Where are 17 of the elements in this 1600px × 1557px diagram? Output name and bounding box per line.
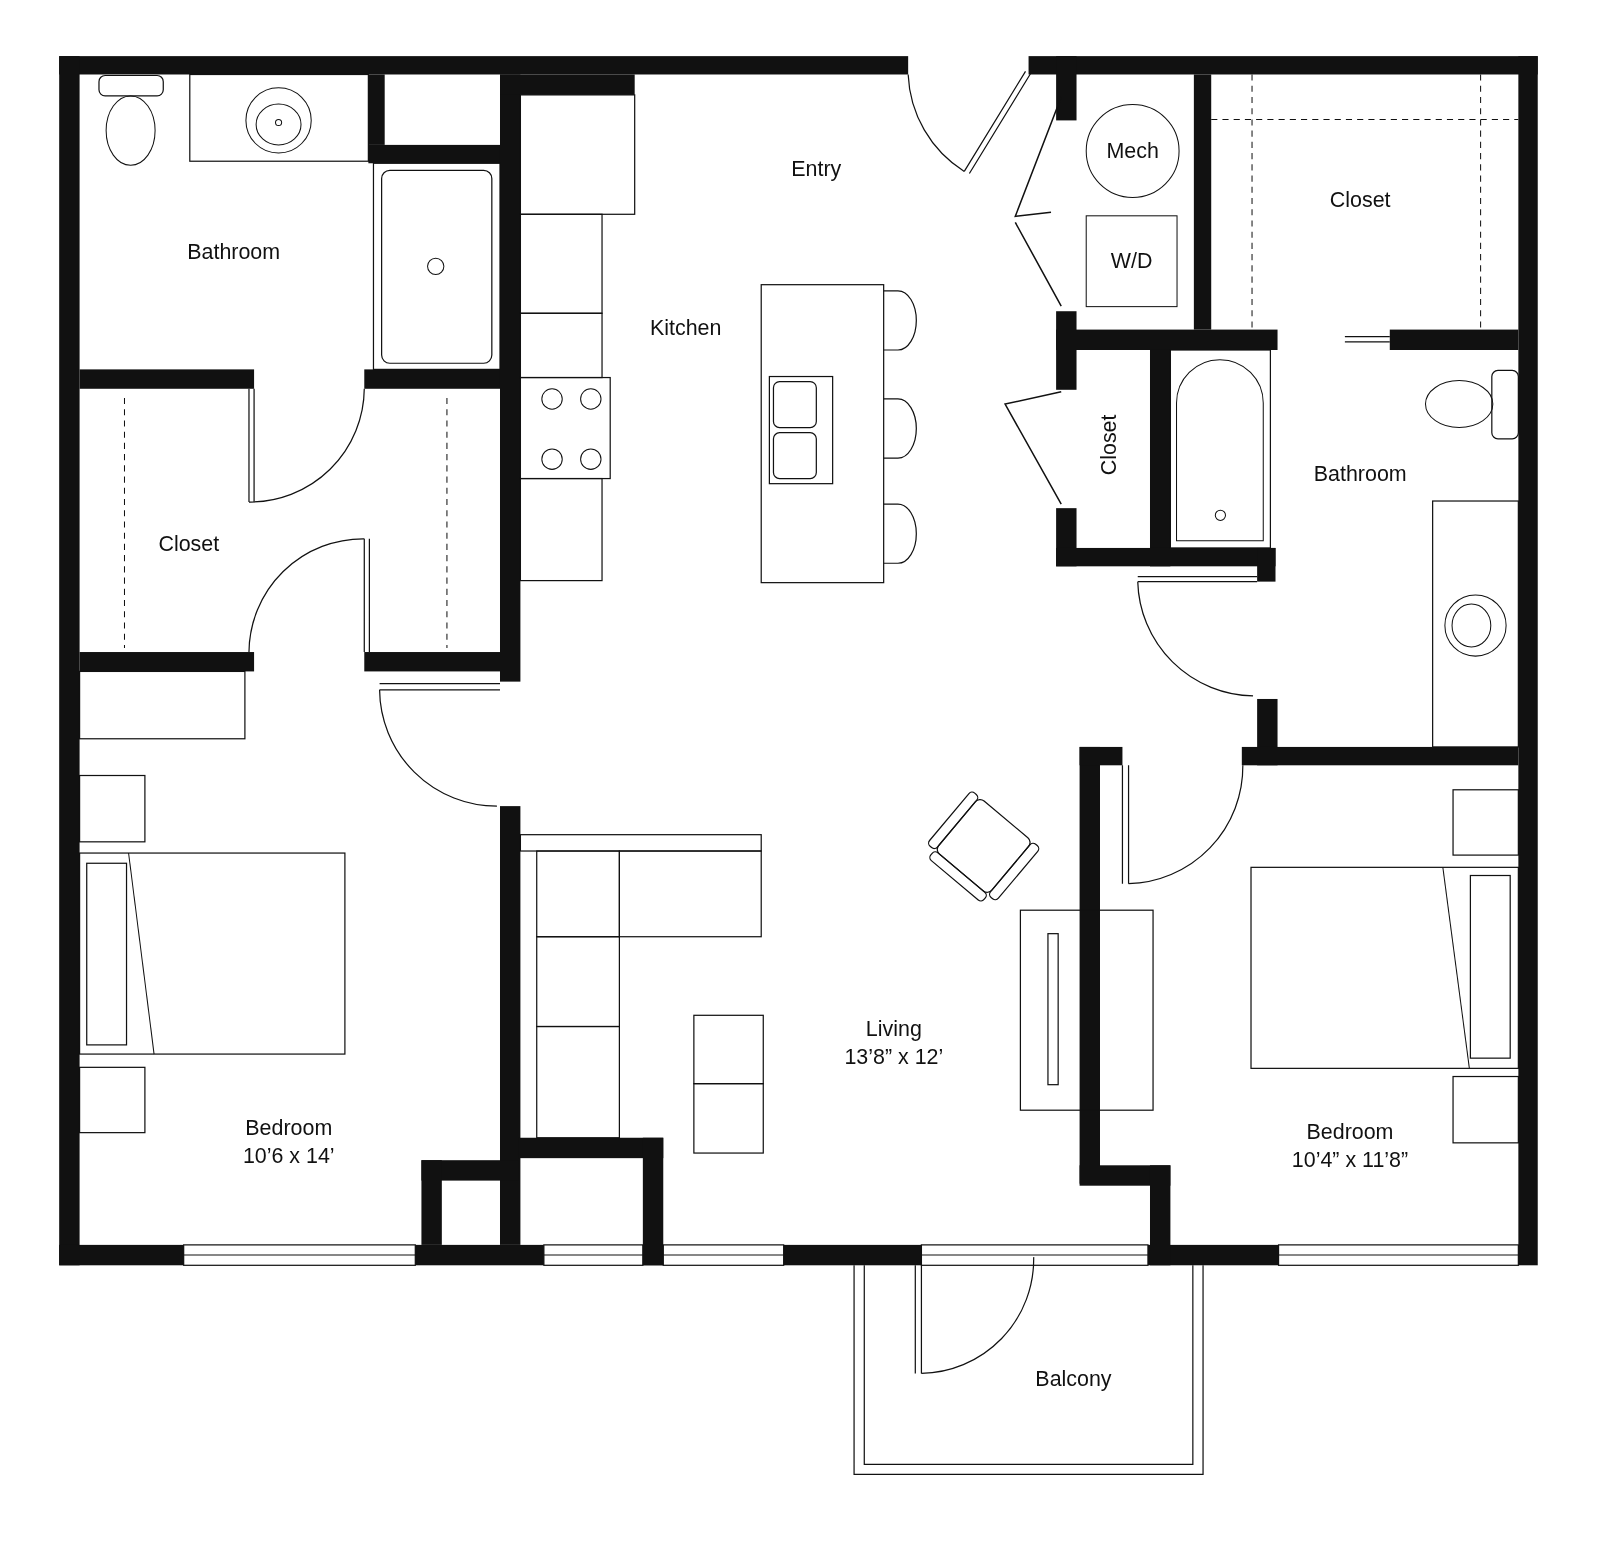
room-label: Living [865,1016,922,1041]
washer-dryer-box [1085,215,1178,308]
room-label: Closet [1329,187,1391,213]
room-label: W/D [1110,249,1153,274]
room-label: Bedroom [245,1115,333,1140]
room-label: Closet [158,531,220,557]
room-dimension: 13’8” x 12’ [844,1044,944,1070]
room-dimension: 10’6 x 14’ [242,1143,335,1169]
room-label: Bathroom [1313,461,1407,486]
room-label: Entry [791,156,842,181]
room-label: Mech [1106,138,1159,164]
room-label: Kitchen [649,315,722,340]
room-label: Bathroom [187,239,281,265]
room-label: Closet [1096,414,1122,476]
room-label: Balcony [1035,1366,1112,1391]
room-label: Bedroom [1306,1119,1394,1144]
room-dimension: 10’4” x 11’8” [1291,1147,1409,1173]
